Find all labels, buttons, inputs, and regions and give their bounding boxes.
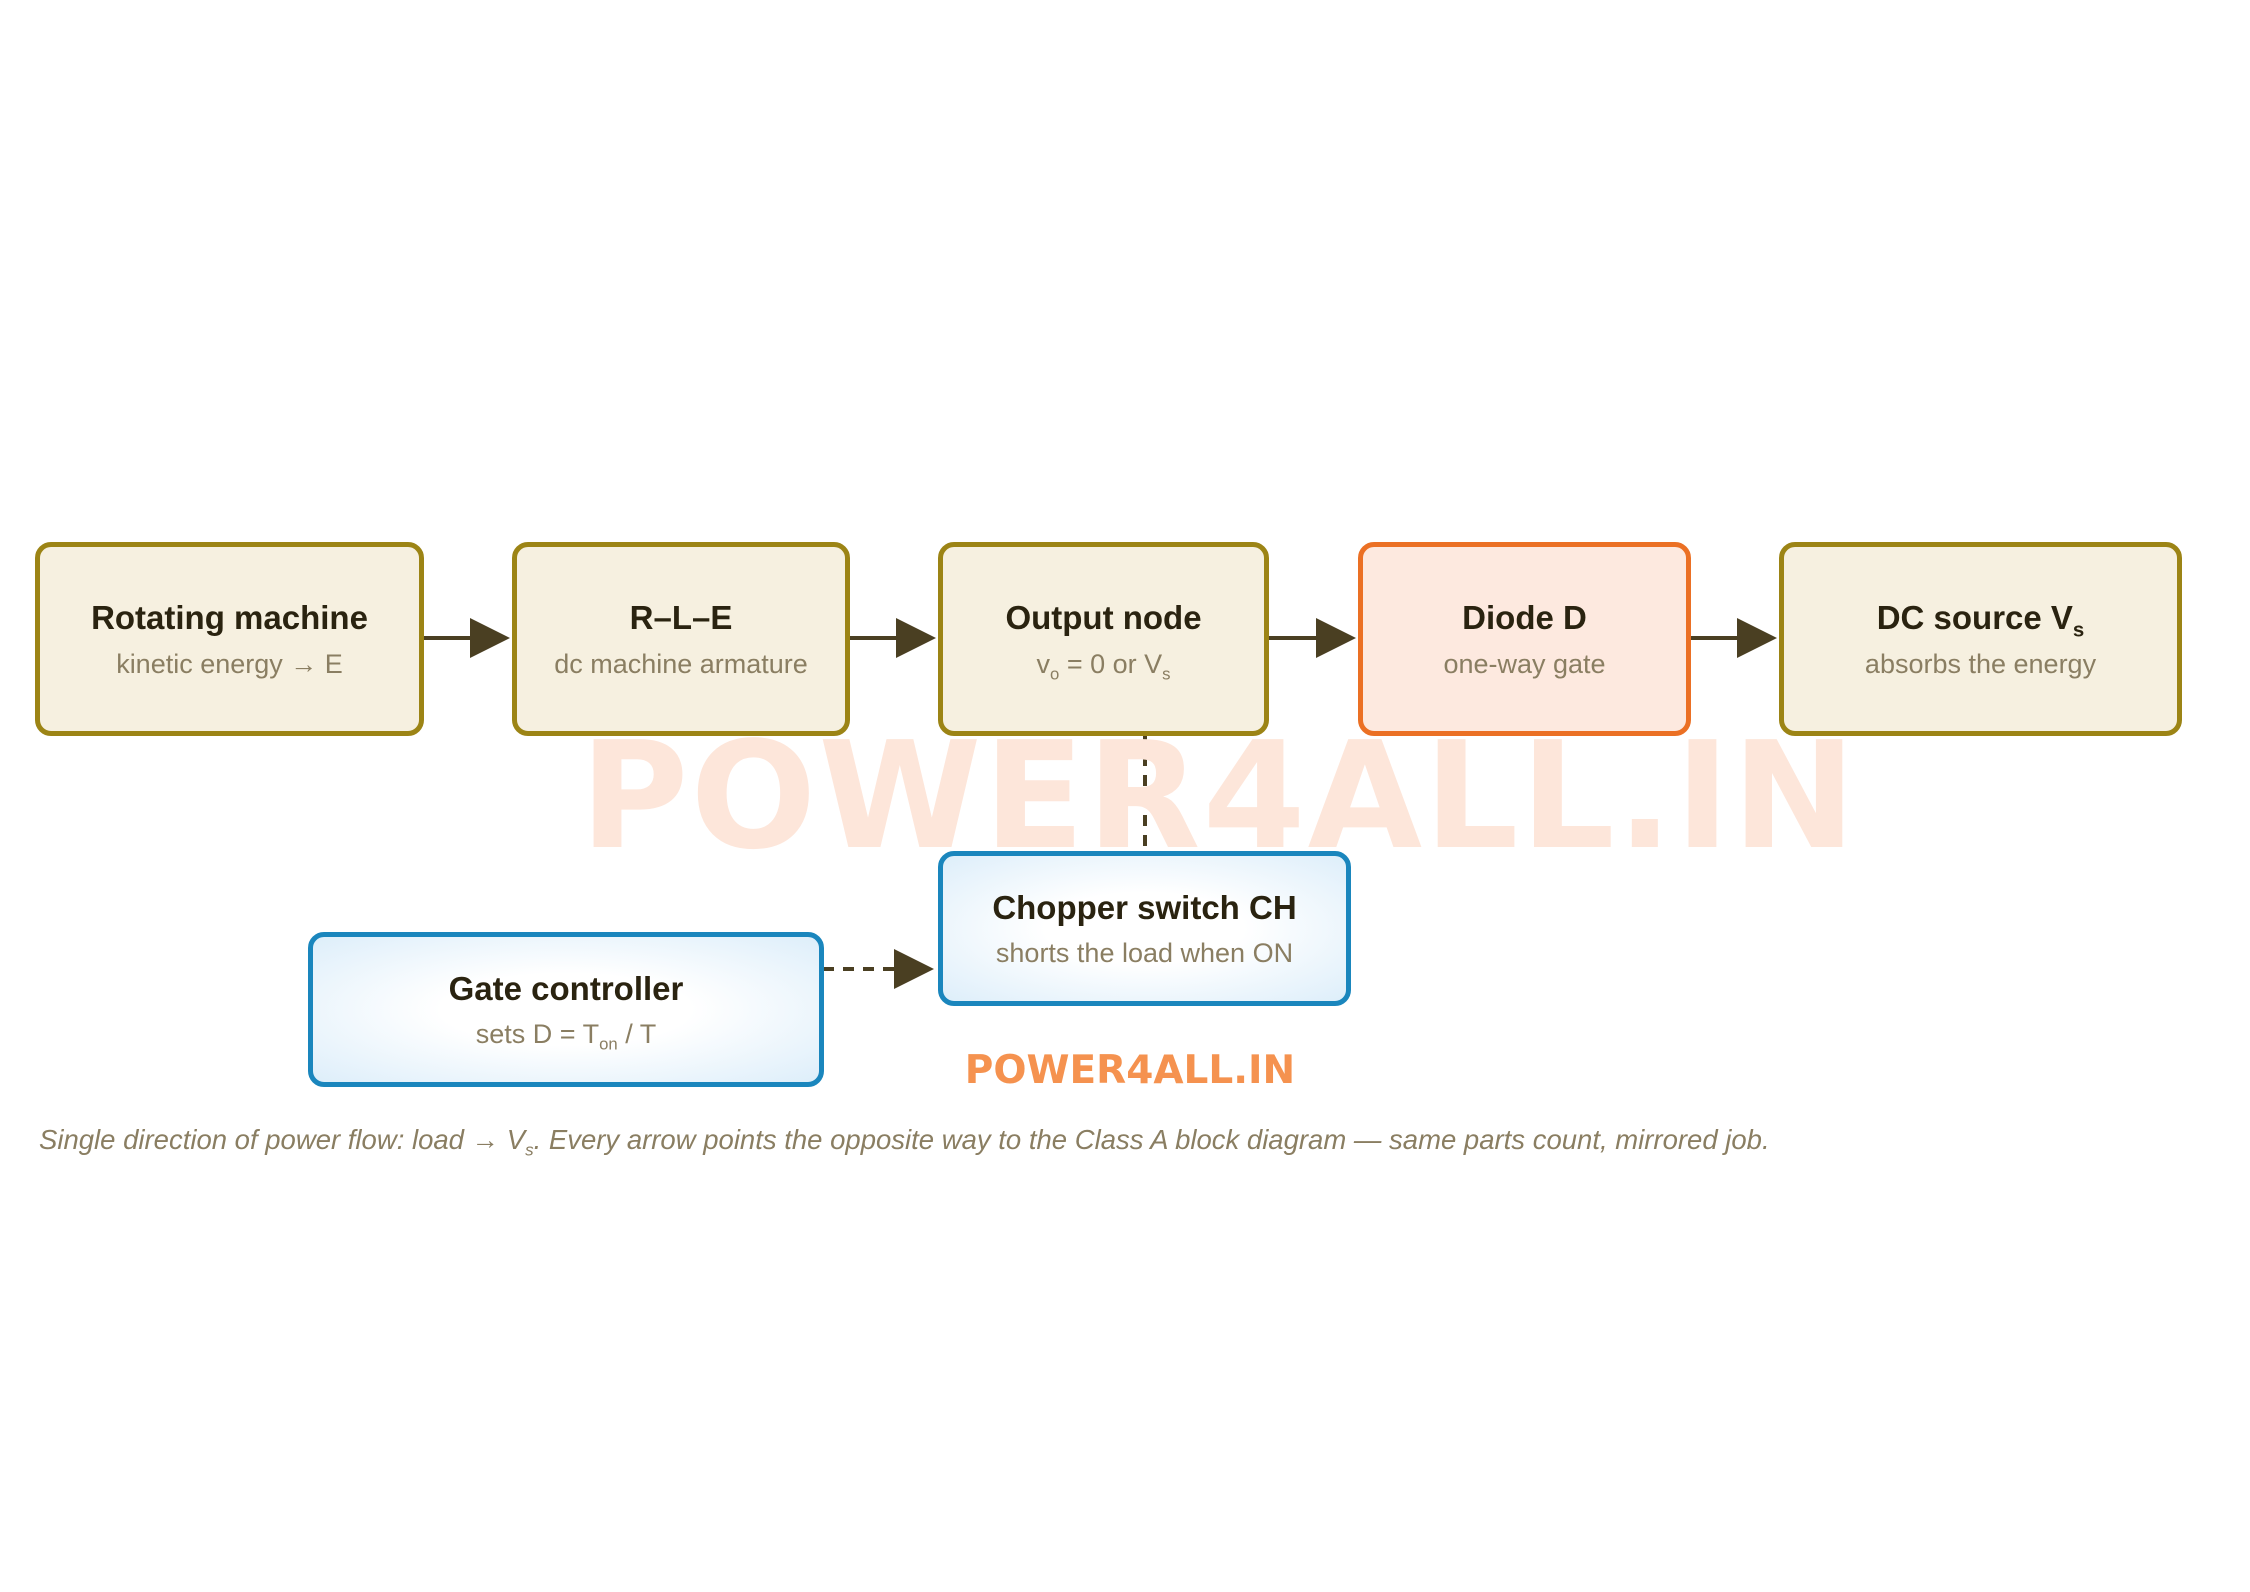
figure-caption: Single direction of power flow: load → V… xyxy=(39,1124,1770,1160)
chopper-switch-subtitle: shorts the load when ON xyxy=(995,938,1294,969)
diode-title: Diode D xyxy=(1462,599,1587,636)
output-node-subtitle: vo = 0 or Vs xyxy=(1036,648,1171,683)
brand-logo-text: POWER4ALL.IN xyxy=(964,1048,1296,1093)
rle-title: R–L–E xyxy=(629,599,733,636)
gate-controller-block: Gate controller sets D = Ton / T xyxy=(308,932,824,1087)
gate-controller-title: Gate controller xyxy=(448,969,684,1007)
output-node-title: Output node xyxy=(1005,599,1202,636)
output-node-block: Output node vo = 0 or Vs xyxy=(938,542,1269,736)
dc-source-title: DC source Vs xyxy=(1876,599,2085,642)
chopper-switch-block: Chopper switch CH shorts the load when O… xyxy=(938,851,1351,1006)
gate-controller-subtitle: sets D = Ton / T xyxy=(475,1019,657,1054)
diode-block: Diode D one-way gate xyxy=(1358,542,1691,736)
diode-subtitle: one-way gate xyxy=(1443,648,1606,679)
dc-source-block: DC source Vs absorbs the energy xyxy=(1779,542,2182,736)
rotating-machine-title: Rotating machine xyxy=(91,599,368,636)
dc-source-subtitle: absorbs the energy xyxy=(1864,648,2097,679)
rotating-machine-block: Rotating machine kinetic energy → E xyxy=(35,542,424,736)
rle-subtitle: dc machine armature xyxy=(554,648,808,679)
rle-block: R–L–E dc machine armature xyxy=(512,542,850,736)
rotating-machine-subtitle: kinetic energy → E xyxy=(116,648,343,679)
watermark-text: POWER4ALL.IN xyxy=(580,710,1858,882)
chopper-switch-title: Chopper switch CH xyxy=(992,888,1297,926)
